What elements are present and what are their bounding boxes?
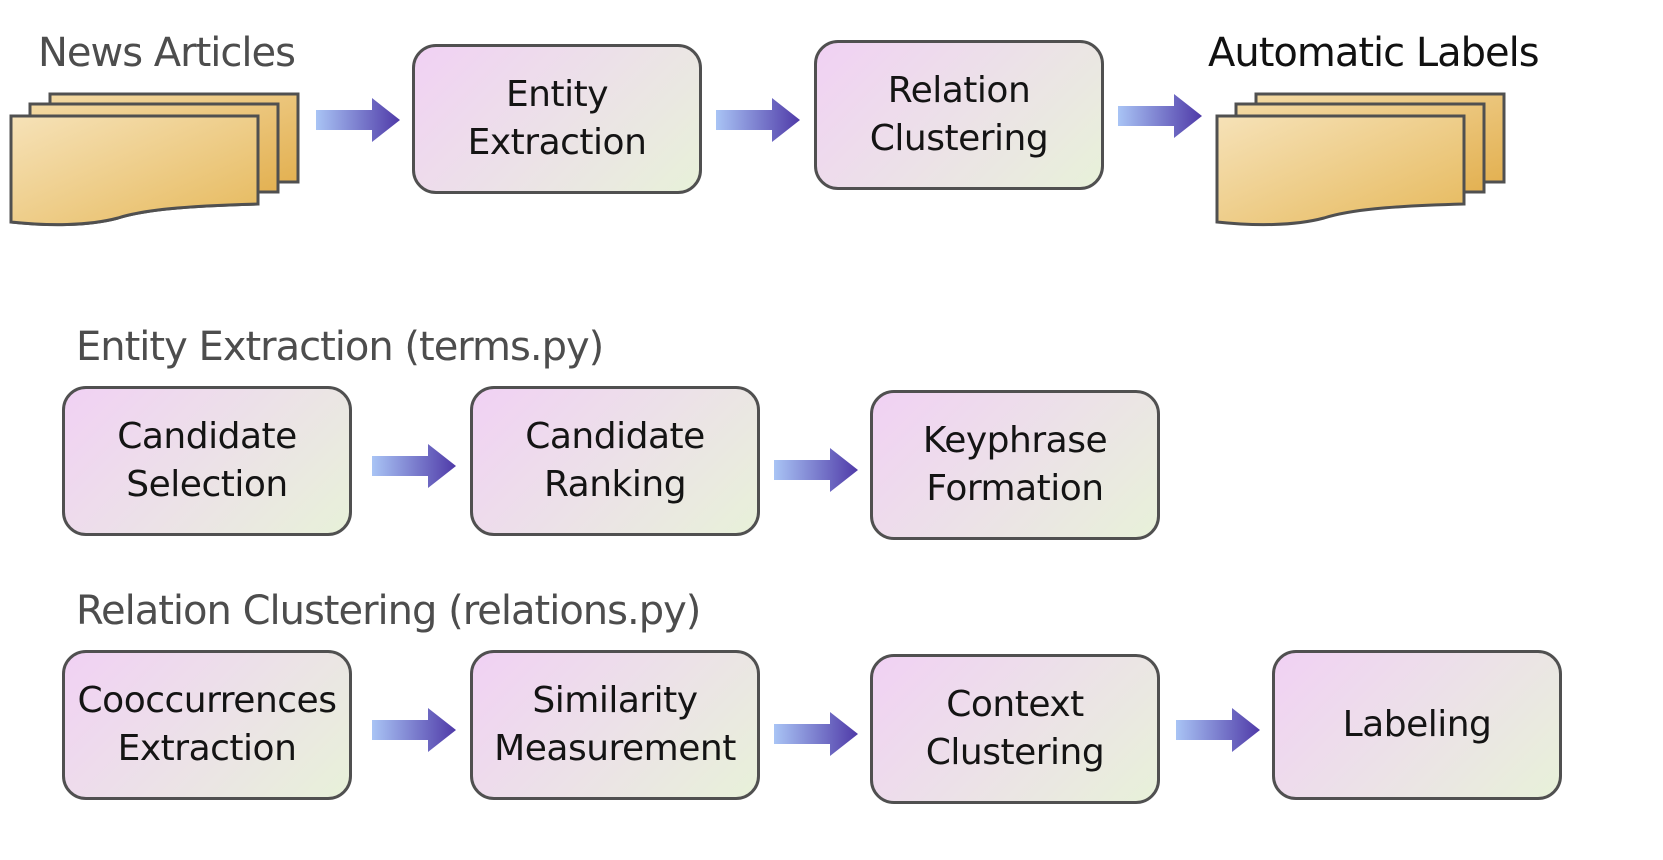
step-line-1: Similarity xyxy=(532,680,698,721)
candidate-ranking-step: Candidate Ranking xyxy=(470,386,760,536)
step-line-1: Candidate xyxy=(525,416,705,457)
keyphrase-formation-step: Keyphrase Formation xyxy=(870,390,1160,540)
step-line-2: Clustering xyxy=(925,732,1105,773)
output-label: Automatic Labels xyxy=(1208,30,1540,76)
news-articles-document-stack-icon xyxy=(9,92,300,227)
step-line-2: Clustering xyxy=(869,118,1049,159)
labeling-step: Labeling xyxy=(1272,650,1562,800)
step-line-2: Extraction xyxy=(467,122,647,163)
input-label: News Articles xyxy=(38,30,296,76)
flow-arrow-icon xyxy=(774,448,858,492)
step-line-1: Context xyxy=(946,684,1084,725)
entity-section-title: Entity Extraction (terms.py) xyxy=(76,324,604,370)
step-line-1: Keyphrase xyxy=(922,420,1108,461)
relation-clustering-step: Relation Clustering xyxy=(814,40,1104,190)
similarity-measurement-step: Similarity Measurement xyxy=(470,650,760,800)
step-line-2: Measurement xyxy=(494,728,736,769)
step-line-2: Extraction xyxy=(117,728,297,769)
context-clustering-step: Context Clustering xyxy=(870,654,1160,804)
step-line-1: Relation xyxy=(887,70,1031,111)
step-line-1: Cooccurrences xyxy=(77,680,337,721)
flow-arrow-icon xyxy=(372,444,456,488)
step-line-1: Labeling xyxy=(1342,704,1492,745)
candidate-selection-step: Candidate Selection xyxy=(62,386,352,536)
flow-arrow-icon xyxy=(716,98,800,142)
step-line-1: Candidate xyxy=(117,416,297,457)
step-line-1: Entity xyxy=(505,74,609,115)
flow-arrow-icon xyxy=(372,708,456,752)
automatic-labels-document-stack-icon xyxy=(1215,92,1506,227)
flow-arrow-icon xyxy=(316,98,400,142)
relation-section-title: Relation Clustering (relations.py) xyxy=(76,588,701,634)
step-line-2: Formation xyxy=(926,468,1104,509)
step-line-2: Ranking xyxy=(543,464,687,505)
cooccurrences-extraction-step: Cooccurrences Extraction xyxy=(62,650,352,800)
flow-arrow-icon xyxy=(1118,94,1202,138)
flow-arrow-icon xyxy=(774,712,858,756)
entity-extraction-step: Entity Extraction xyxy=(412,44,702,194)
flow-arrow-icon xyxy=(1176,708,1260,752)
step-line-2: Selection xyxy=(126,464,288,505)
